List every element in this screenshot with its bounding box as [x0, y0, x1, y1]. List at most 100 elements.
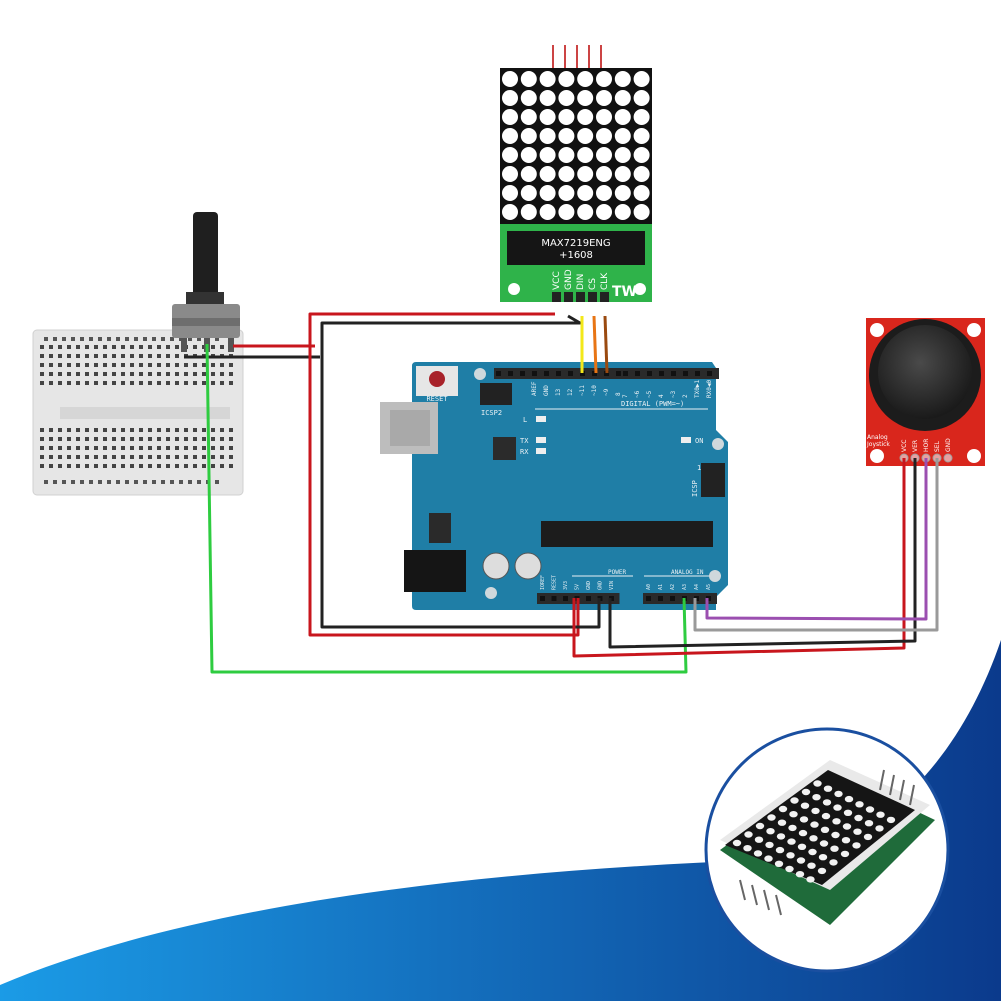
- joystick-pin-label: SEL: [934, 440, 941, 452]
- joystick-title-2: Joystick: [866, 441, 890, 448]
- header-pin[interactable]: [683, 371, 688, 376]
- header-pin[interactable]: [508, 371, 513, 376]
- pin-label: ~5: [646, 390, 653, 398]
- header-pin[interactable]: [707, 371, 712, 376]
- led-dot: [502, 109, 518, 125]
- pin-label: ~11: [579, 385, 586, 396]
- header-pin[interactable]: [646, 596, 651, 601]
- header-pin[interactable]: [635, 371, 640, 376]
- header-pin[interactable]: [556, 371, 561, 376]
- breadboard-hole: [85, 446, 89, 450]
- breadboard-hole: [220, 372, 224, 376]
- breadboard-hole: [76, 345, 80, 349]
- joystick-title-1: Analog: [867, 434, 888, 441]
- breadboard-hole: [76, 372, 80, 376]
- header-pin[interactable]: [623, 371, 628, 376]
- breadboard-hole: [202, 437, 206, 441]
- matrix-pin: [552, 292, 561, 302]
- header-pin[interactable]: [544, 371, 549, 376]
- breadboard-hole: [76, 464, 80, 468]
- breadboard-rail-hole: [143, 480, 147, 484]
- breadboard-rail-hole: [170, 337, 174, 341]
- header-pin[interactable]: [647, 371, 652, 376]
- breadboard-rail-hole: [197, 480, 201, 484]
- analog-label: ANALOG IN: [671, 569, 704, 576]
- joystick-pin-label: HOR: [923, 439, 930, 452]
- led-tx-label: TX: [520, 437, 529, 445]
- inset-led-dot: [818, 854, 828, 861]
- header-pin[interactable]: [616, 371, 621, 376]
- breadboard-hole: [49, 345, 53, 349]
- breadboard-hole: [94, 363, 98, 367]
- inset-led-dot: [764, 855, 773, 862]
- breadboard-rail-hole: [152, 337, 156, 341]
- header-pin[interactable]: [592, 371, 597, 376]
- breadboard-hole: [229, 381, 233, 385]
- breadboard-hole: [184, 464, 188, 468]
- header-pin[interactable]: [532, 371, 537, 376]
- breadboard-hole: [184, 437, 188, 441]
- breadboard-hole: [175, 345, 179, 349]
- header-pin[interactable]: [563, 596, 568, 601]
- inset-led-dot: [753, 850, 763, 857]
- inset-led-dot: [786, 852, 795, 859]
- led-dot: [520, 128, 537, 144]
- breadboard-rail-hole: [44, 337, 48, 341]
- wire-black-matrix-gnd: [320, 314, 601, 629]
- header-pin[interactable]: [659, 371, 664, 376]
- breadboard-rail-hole: [98, 337, 102, 341]
- breadboard-hole: [220, 363, 224, 367]
- analog-pin-label: A3: [682, 584, 688, 590]
- power-pin-label: RESET: [552, 575, 558, 590]
- breadboard-hole: [220, 455, 224, 459]
- wire-red-joystick-vcc: [572, 458, 906, 658]
- breadboard-hole: [211, 345, 215, 349]
- header-pin[interactable]: [695, 371, 700, 376]
- breadboard-hole: [121, 372, 125, 376]
- breadboard-hole: [58, 363, 62, 367]
- breadboard-hole: [103, 464, 107, 468]
- breadboard-hole: [121, 345, 125, 349]
- inset-led-dot: [823, 785, 833, 792]
- breadboard-hole: [175, 437, 179, 441]
- breadboard-hole: [148, 464, 152, 468]
- breadboard-hole: [184, 372, 188, 376]
- breadboard-hole: [220, 428, 224, 432]
- header-pin[interactable]: [540, 596, 545, 601]
- breadboard-hole: [58, 381, 62, 385]
- breadboard-hole: [193, 363, 197, 367]
- joystick-pin[interactable]: [943, 453, 953, 463]
- header-pin[interactable]: [671, 371, 676, 376]
- inset-led-dot: [774, 860, 784, 867]
- led-dot: [577, 128, 594, 144]
- analog-pin-label: A0: [646, 584, 652, 590]
- inset-led-dot: [832, 818, 841, 825]
- breadboard-hole: [67, 428, 71, 432]
- pin-label: ~6: [634, 390, 641, 398]
- led-dot-grid: [502, 71, 650, 220]
- header-pin[interactable]: [658, 596, 663, 601]
- inset-led-dot: [806, 876, 815, 883]
- power-pin-label: GND: [586, 581, 592, 590]
- header-pin[interactable]: [568, 371, 573, 376]
- header-pin[interactable]: [580, 371, 585, 376]
- led-rx-label: RX: [520, 448, 529, 456]
- header-pin[interactable]: [551, 596, 557, 601]
- breadboard-hole: [202, 464, 206, 468]
- header-pin[interactable]: [586, 596, 591, 601]
- breadboard-hole: [229, 428, 233, 432]
- led-dot: [577, 147, 594, 163]
- led-dot: [614, 147, 631, 163]
- breadboard-hole: [184, 446, 188, 450]
- inset-led-dot: [821, 812, 831, 820]
- led-dot: [539, 185, 556, 201]
- header-pin[interactable]: [520, 371, 525, 376]
- header-pin[interactable]: [496, 371, 501, 376]
- analog-header: [643, 593, 717, 604]
- breadboard-hole: [85, 363, 89, 367]
- breadboard-rail-hole: [143, 337, 147, 341]
- breadboard-hole: [67, 381, 71, 385]
- inset-led-dot: [767, 814, 776, 821]
- header-pin[interactable]: [604, 371, 609, 376]
- header-pin[interactable]: [670, 596, 675, 601]
